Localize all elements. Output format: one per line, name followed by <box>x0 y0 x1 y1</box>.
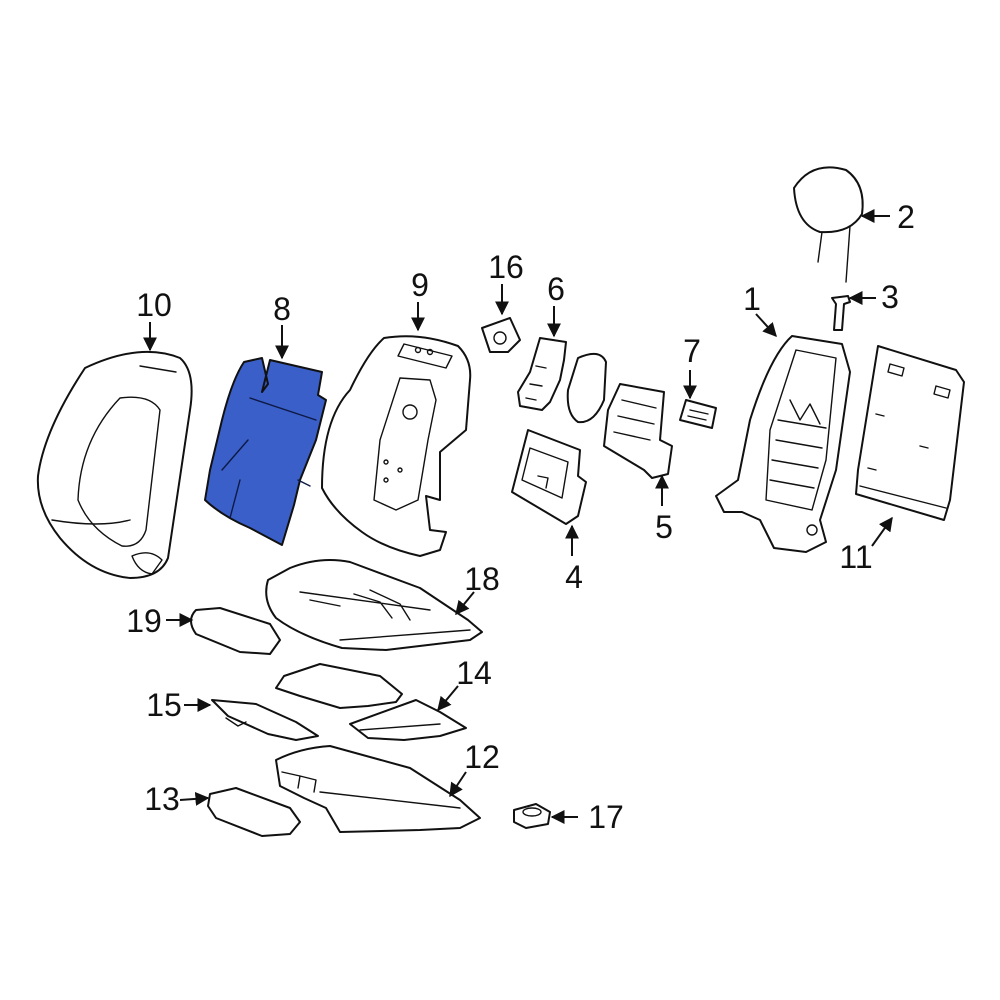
callout-label-17: 17 <box>588 799 624 835</box>
part-11-rear-panel[interactable] <box>855 345 965 521</box>
part-3-guide-sleeve[interactable] <box>831 295 851 331</box>
callout-11: 11 <box>839 516 893 575</box>
callout-label-12: 12 <box>464 739 500 775</box>
part-17-connector[interactable] <box>513 803 551 829</box>
callout-label-7: 7 <box>683 333 701 369</box>
callout-label-9: 9 <box>411 267 429 303</box>
callout-label-19: 19 <box>126 603 162 639</box>
part-18-cushion-cover[interactable] <box>265 559 483 651</box>
part-5-side-mechanism[interactable] <box>566 352 673 479</box>
callout-5: 5 <box>655 474 673 545</box>
callout-label-11: 11 <box>839 539 872 575</box>
part-12-cushion-foam[interactable] <box>275 745 481 833</box>
callout-10: 10 <box>136 287 172 352</box>
callout-label-10: 10 <box>136 287 172 323</box>
callout-8: 8 <box>273 291 291 360</box>
part-2-headrest[interactable] <box>793 166 864 283</box>
callout-12: 12 <box>449 739 500 798</box>
part-10-backrest-cover[interactable] <box>36 350 193 579</box>
callout-18: 18 <box>455 561 500 616</box>
callout-label-5: 5 <box>655 509 673 545</box>
callout-19: 19 <box>126 603 194 639</box>
callout-label-18: 18 <box>464 561 500 597</box>
part-1-backrest-frame[interactable] <box>715 335 851 553</box>
callout-14: 14 <box>437 655 492 712</box>
part-6-trim-panel[interactable] <box>517 337 567 411</box>
callout-label-2: 2 <box>897 199 915 235</box>
callout-15: 15 <box>146 687 212 723</box>
callout-label-15: 15 <box>146 687 182 723</box>
part-9-backrest-foam[interactable] <box>321 335 472 557</box>
callout-3: 3 <box>848 279 899 315</box>
callout-4: 4 <box>565 524 583 595</box>
part-8-backrest-pad[interactable] <box>204 357 327 546</box>
callout-1: 1 <box>743 281 777 338</box>
callout-label-8: 8 <box>273 291 291 327</box>
callout-label-3: 3 <box>881 279 899 315</box>
callout-label-14: 14 <box>456 655 492 691</box>
part-14-cushion-insert[interactable] <box>275 663 467 741</box>
callout-label-16: 16 <box>488 249 524 285</box>
callout-6: 6 <box>547 271 565 338</box>
callout-label-4: 4 <box>565 559 583 595</box>
callout-17: 17 <box>550 799 624 835</box>
part-16-bracket[interactable] <box>481 317 521 353</box>
callout-13: 13 <box>144 781 210 817</box>
part-13-pad[interactable] <box>207 787 301 837</box>
callout-label-1: 1 <box>743 281 761 317</box>
part-7-clip-module[interactable] <box>679 399 717 429</box>
part-19-pad[interactable] <box>190 607 281 655</box>
callout-16: 16 <box>488 249 524 316</box>
callout-7: 7 <box>683 333 701 400</box>
callout-label-13: 13 <box>144 781 180 817</box>
part-15-pad[interactable] <box>211 699 319 741</box>
part-4-back-panel[interactable] <box>511 429 587 525</box>
callout-label-6: 6 <box>547 271 565 307</box>
callout-9: 9 <box>411 267 429 332</box>
callout-2: 2 <box>860 199 915 235</box>
